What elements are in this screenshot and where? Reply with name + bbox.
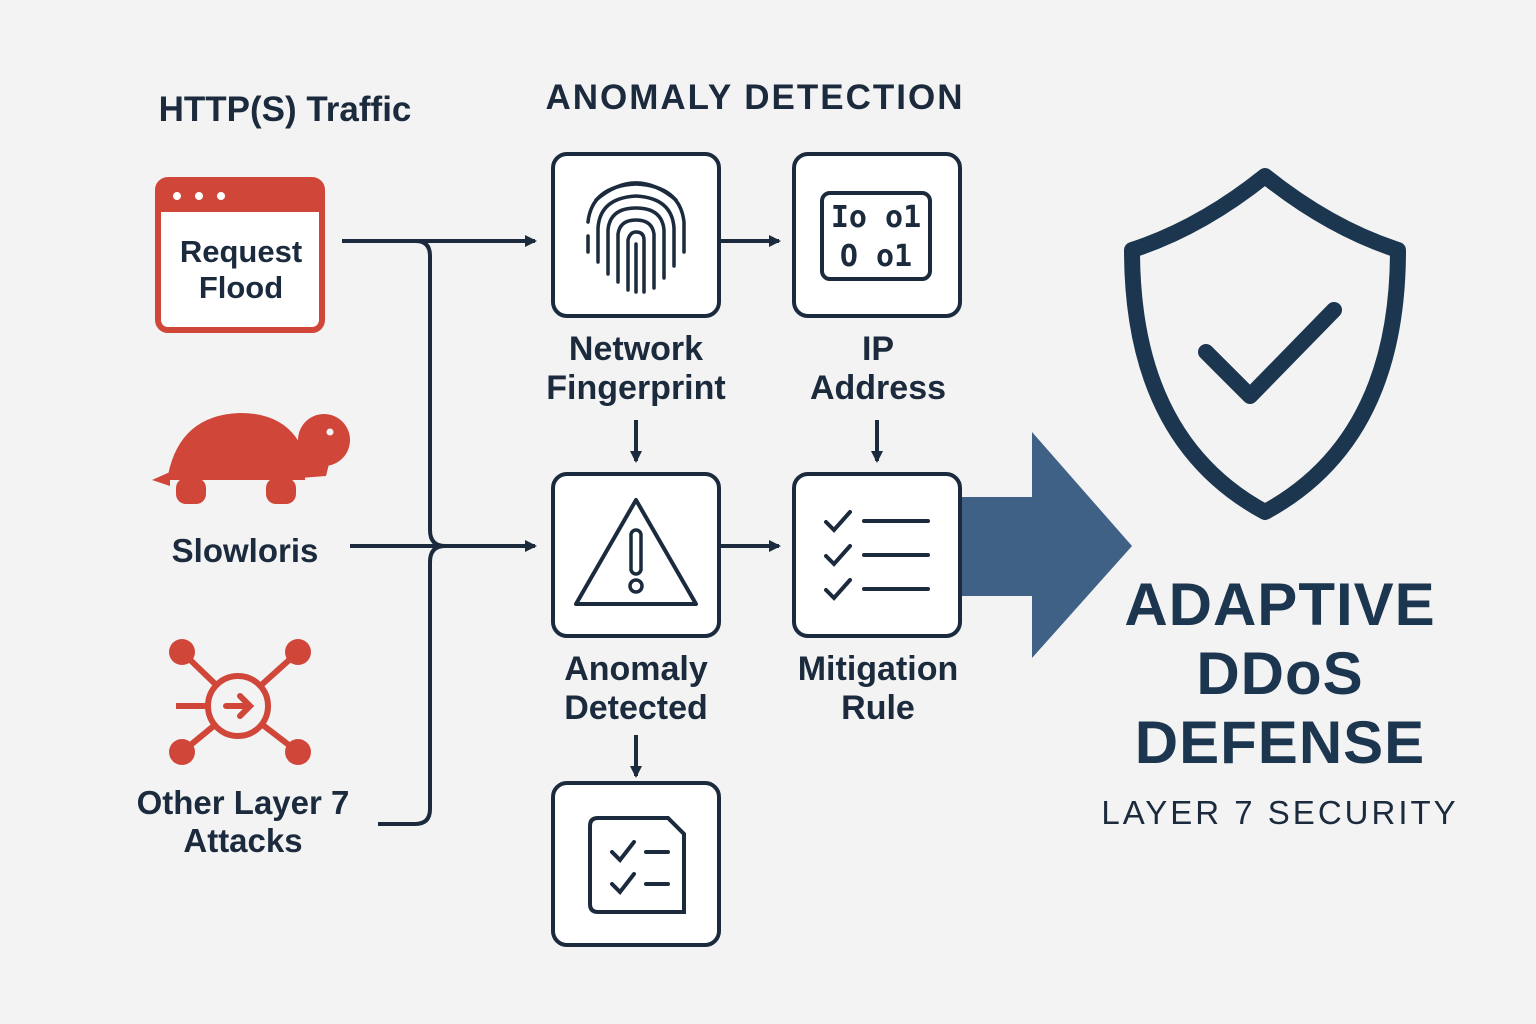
slowloris-label: Slowloris <box>171 532 319 569</box>
source-connectors <box>342 235 537 826</box>
other-attacks-label: Other Layer 7 Attacks <box>136 784 350 859</box>
binary-icon: Io o1 O o1 <box>820 191 932 281</box>
defense-subtitle: LAYER 7 SECURITY <box>1101 794 1459 831</box>
network-hub-icon <box>169 639 311 765</box>
warning-triangle-icon <box>574 498 698 606</box>
node-box-ip <box>792 152 962 318</box>
document-check-icon <box>588 816 686 914</box>
checklist-icon <box>824 510 930 601</box>
node-box-anomaly <box>551 472 721 638</box>
node-box-fingerprint <box>551 152 721 318</box>
turtle-icon <box>152 413 350 504</box>
browser-window-icon <box>155 177 325 333</box>
shield-check-icon <box>1124 168 1406 520</box>
request-flood-label: Request Flood <box>179 234 303 305</box>
traffic-heading: HTTP(S) Traffic <box>158 90 412 129</box>
binary-row-2: O o1 <box>840 239 912 274</box>
ip-address-label: IP Address <box>809 330 947 408</box>
anomaly-detected-label: Anomaly Detected <box>564 650 708 728</box>
fingerprint-icon <box>586 181 686 294</box>
flow-arrows <box>630 235 883 778</box>
output-arrow <box>962 432 1132 658</box>
binary-row-1: Io o1 <box>831 200 921 235</box>
detection-heading: ANOMALY DETECTION <box>545 78 965 117</box>
mitigation-rule-label: Mitigation Rule <box>797 650 959 728</box>
fingerprint-label: Network Fingerprint <box>546 330 726 408</box>
defense-title: ADAPTIVE DDoS DEFENSE <box>1124 571 1436 776</box>
node-box-result <box>551 781 721 947</box>
